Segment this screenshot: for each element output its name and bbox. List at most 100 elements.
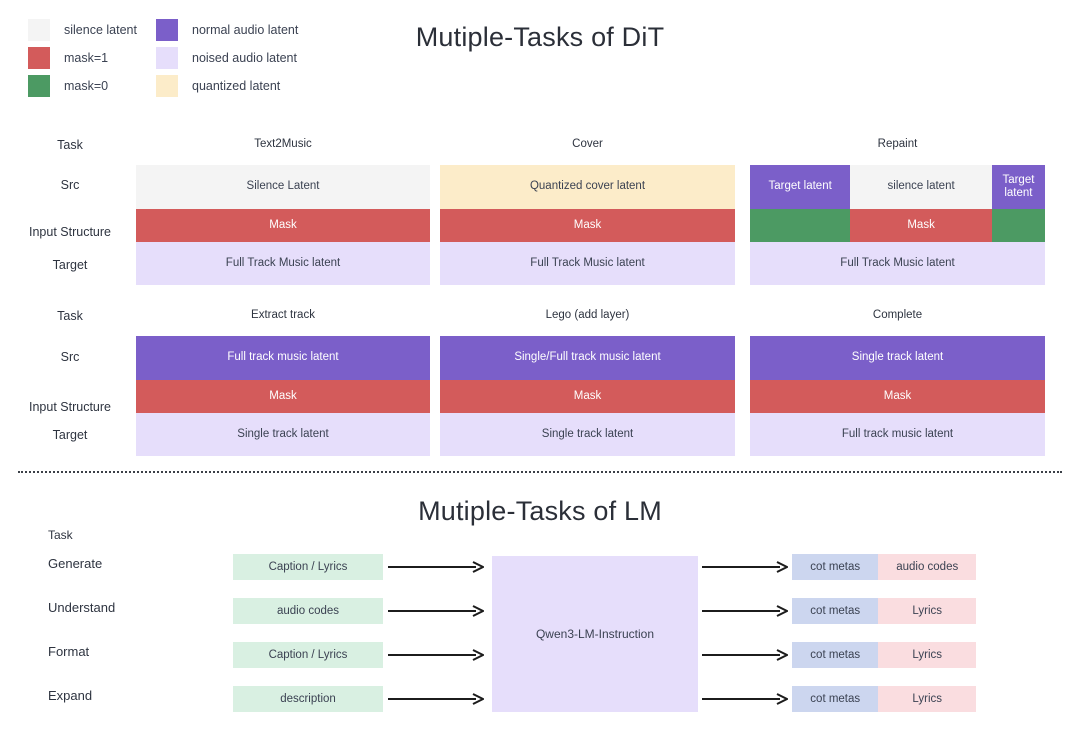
lm-cot-metas-box: cot metas: [792, 642, 879, 668]
lm-output-arrow: [702, 692, 788, 706]
legend-label: silence latent: [64, 23, 137, 37]
dit-mask-strip: Mask: [440, 380, 735, 413]
lm-input-box: Caption / Lyrics: [233, 642, 383, 668]
dit-mask-block: Mask: [440, 209, 735, 242]
dit-mask-block: [991, 209, 1045, 242]
dit-target-strip: Single track latent: [136, 413, 430, 456]
legend-label: normal audio latent: [192, 23, 299, 37]
dit-mask-block: Mask: [850, 209, 992, 242]
dit-row-label-target: Target: [52, 428, 88, 442]
dit-mask-strip: Mask: [750, 380, 1045, 413]
dit-mask-strip: Mask: [136, 380, 430, 413]
dit-row-label-src: Src: [60, 350, 80, 364]
lm-task-label-generate: Generate: [48, 556, 103, 571]
dit-target-strip: Full Track Music latent: [136, 242, 430, 285]
legend-label: mask=1: [64, 51, 109, 65]
legend-item: normal audio latent: [156, 16, 298, 44]
dit-row-label-target: Target: [52, 258, 88, 272]
dit-row-label-input-structure: Input Structure: [29, 400, 111, 414]
lm-section-title: Mutiple-Tasks of LM: [418, 496, 662, 526]
lm-cot-metas-box: cot metas: [792, 598, 879, 624]
dit-src-block: silence latent: [850, 165, 992, 209]
legend-item: quantized latent: [156, 72, 298, 100]
lm-task-label-understand: Understand: [48, 600, 116, 615]
dit-target-strip: Full track music latent: [750, 413, 1045, 456]
legend-label: mask=0: [64, 79, 109, 93]
lm-task-label-format: Format: [48, 644, 90, 659]
dit-src-strip: Single track latent: [750, 336, 1045, 380]
legend-swatch-noised-audio-latent: [156, 47, 178, 69]
dit-mask-block: Mask: [136, 209, 430, 242]
legend-item: mask=1: [28, 44, 137, 72]
dit-mask-block: Mask: [750, 380, 1045, 413]
lm-task-header: Task: [48, 528, 73, 542]
dit-target-block: Single track latent: [440, 413, 735, 456]
legend-label: quantized latent: [192, 79, 281, 93]
legend-swatch-mask-0: [28, 75, 50, 97]
legend-swatch-quantized-latent: [156, 75, 178, 97]
lm-cot-metas-box: cot metas: [792, 554, 879, 580]
dit-mask-block: Mask: [440, 380, 735, 413]
dit-mask-strip: Mask: [440, 209, 735, 242]
lm-input-arrow: [388, 604, 484, 618]
dit-task-header: Extract track: [251, 309, 315, 321]
legend-item: silence latent: [28, 16, 137, 44]
lm-output-arrow: [702, 604, 788, 618]
dit-src-block: Target latent: [991, 165, 1045, 209]
dit-target-block: Full track music latent: [750, 413, 1045, 456]
lm-input-arrow: [388, 560, 484, 574]
legend-item: noised audio latent: [156, 44, 298, 72]
legend-column-2: normal audio latent noised audio latent …: [156, 16, 298, 100]
dit-src-block: Quantized cover latent: [440, 165, 735, 209]
dit-row-label-input-structure: Input Structure: [29, 225, 111, 239]
lm-output-box: Lyrics: [878, 598, 976, 624]
dit-row-label-task: Task: [57, 138, 83, 152]
dit-task-header: Repaint: [877, 138, 918, 150]
lm-output-box: Lyrics: [878, 642, 976, 668]
lm-task-label-expand: Expand: [48, 688, 93, 703]
dit-target-strip: Full Track Music latent: [750, 242, 1045, 285]
dit-src-block: Full track music latent: [136, 336, 430, 380]
dit-target-block: Full Track Music latent: [136, 242, 430, 285]
legend-swatch-silence-latent: [28, 19, 50, 41]
lm-input-arrow: [388, 648, 484, 662]
dit-mask-block: Mask: [136, 380, 430, 413]
dit-src-strip: Full track music latent: [136, 336, 430, 380]
dit-src-strip: Quantized cover latent: [440, 165, 735, 209]
lm-cot-metas-box: cot metas: [792, 686, 879, 712]
dit-target-block: Single track latent: [136, 413, 430, 456]
lm-input-arrow: [388, 692, 484, 706]
dit-src-block: Single/Full track music latent: [440, 336, 735, 380]
dit-target-block: Full Track Music latent: [440, 242, 735, 285]
dit-mask-strip: Mask: [750, 209, 1045, 242]
lm-output-box: Lyrics: [878, 686, 976, 712]
section-divider: [18, 471, 1062, 473]
dit-src-strip: Single/Full track music latent: [440, 336, 735, 380]
dit-row-label-task: Task: [57, 309, 83, 323]
legend-swatch-mask-1: [28, 47, 50, 69]
dit-src-block: Silence Latent: [136, 165, 430, 209]
legend-swatch-normal-audio-latent: [156, 19, 178, 41]
dit-target-strip: Single track latent: [440, 413, 735, 456]
lm-output-arrow: [702, 560, 788, 574]
legend-item: mask=0: [28, 72, 137, 100]
dit-task-header: Text2Music: [254, 138, 312, 150]
lm-core-model-box: Qwen3-LM-Instruction: [492, 556, 698, 712]
dit-target-block: Full Track Music latent: [750, 242, 1045, 285]
dit-mask-block: [750, 209, 851, 242]
lm-input-box: description: [233, 686, 383, 712]
dit-src-block: Single track latent: [750, 336, 1045, 380]
dit-src-block: Target latent: [750, 165, 851, 209]
dit-mask-strip: Mask: [136, 209, 430, 242]
dit-task-header: Cover: [572, 138, 603, 150]
lm-output-box: audio codes: [878, 554, 976, 580]
dit-section-title: Mutiple-Tasks of DiT: [415, 22, 665, 52]
dit-target-strip: Full Track Music latent: [440, 242, 735, 285]
dit-src-strip: Silence Latent: [136, 165, 430, 209]
lm-output-arrow: [702, 648, 788, 662]
